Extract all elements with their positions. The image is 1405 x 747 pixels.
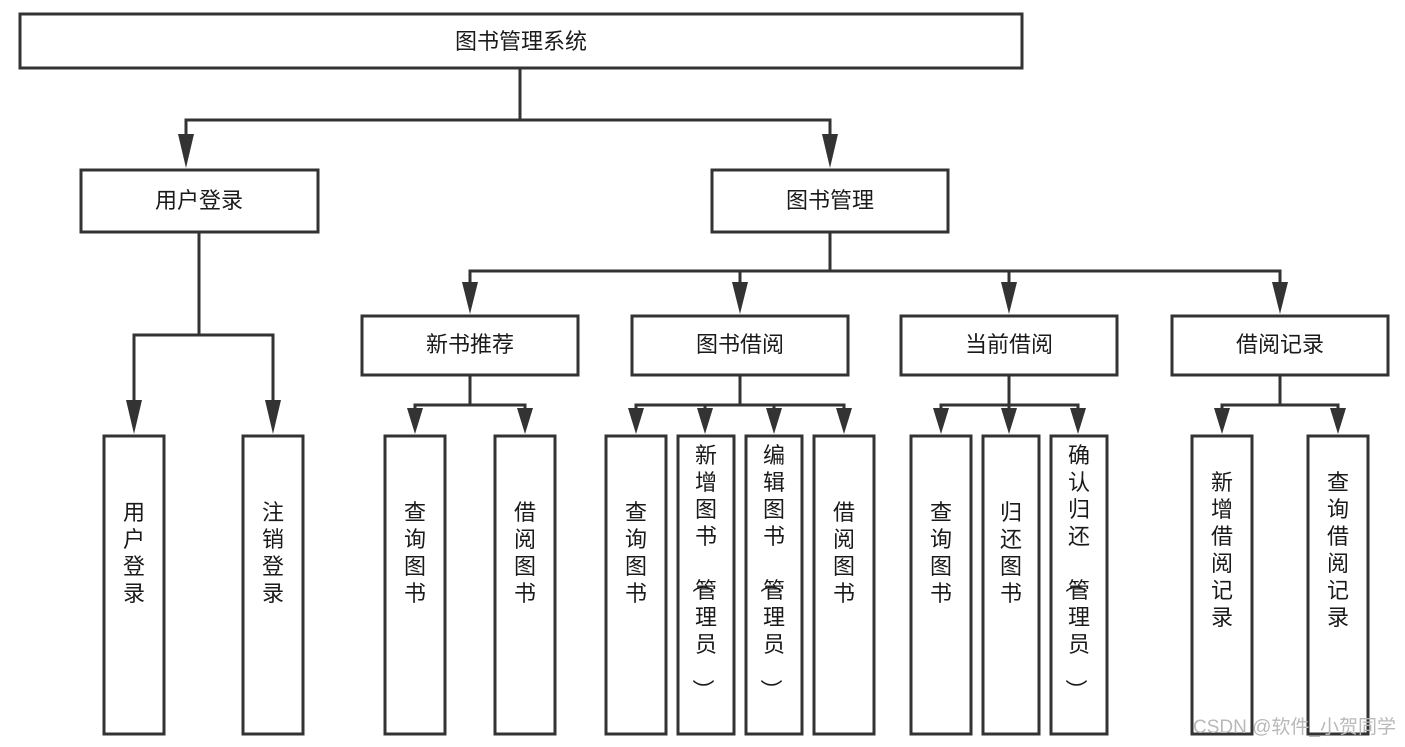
node-leaf-current-query-label: 查询图书 xyxy=(930,500,952,606)
node-new-book-recommend-label: 新书推荐 xyxy=(426,332,514,357)
node-leaf-recommend-borrow[interactable]: 借阅图书 xyxy=(493,434,557,736)
node-leaf-borrow-lend-label: 借阅图书 xyxy=(833,500,855,606)
node-leaf-current-return-box[interactable] xyxy=(981,434,1041,736)
node-leaf-borrow-add-label: 新增图书（管理员） xyxy=(690,443,717,701)
arrow-head-book-manage xyxy=(822,134,838,168)
arrow-head-new-book-recommend xyxy=(462,282,478,314)
arrow-head-borrow-add xyxy=(697,408,713,434)
node-leaf-recommend-query-box[interactable] xyxy=(383,434,447,736)
node-book-borrow[interactable]: 图书借阅 xyxy=(630,314,850,377)
connectors-layer xyxy=(126,66,1346,434)
arrow-head-record-query xyxy=(1330,408,1346,434)
node-leaf-current-confirm-label: 确认归还（管理员） xyxy=(1063,443,1090,701)
node-leaf-recommend-borrow-box[interactable] xyxy=(493,434,557,736)
arrow-head-recommend-borrow xyxy=(517,408,533,434)
node-leaf-record-query-box[interactable] xyxy=(1306,434,1370,736)
arrow-head-borrow-record xyxy=(1272,282,1288,314)
node-current-borrow-label: 当前借阅 xyxy=(965,332,1053,357)
node-leaf-user-login-box[interactable] xyxy=(102,434,166,736)
node-leaf-borrow-lend[interactable]: 借阅图书 xyxy=(812,434,876,736)
node-leaf-borrow-query-box[interactable] xyxy=(604,434,668,736)
node-leaf-borrow-add-box[interactable] xyxy=(676,434,736,736)
node-root-box[interactable] xyxy=(18,12,1024,70)
node-leaf-borrow-edit-label: 编辑图书（管理员） xyxy=(758,443,785,701)
node-leaf-current-return-label: 归还图书 xyxy=(1000,500,1022,606)
node-book-manage[interactable]: 图书管理 xyxy=(710,168,950,234)
node-leaf-user-logout-box[interactable] xyxy=(241,434,305,736)
node-leaf-current-confirm-box[interactable] xyxy=(1049,434,1109,736)
node-leaf-recommend-query-label: 查询图书 xyxy=(404,500,426,606)
node-user-login-label: 用户登录 xyxy=(155,188,243,213)
node-leaf-current-query[interactable]: 查询图书 xyxy=(909,434,973,736)
arrow-head-leaf-user-login xyxy=(126,400,142,434)
node-leaf-current-confirm[interactable]: 确认归还（管理员） xyxy=(1049,434,1109,736)
node-book-borrow-box[interactable] xyxy=(630,314,850,377)
node-new-book-recommend-box[interactable] xyxy=(360,314,580,377)
node-leaf-borrow-edit-box[interactable] xyxy=(744,434,804,736)
node-leaf-user-login[interactable]: 用户登录 xyxy=(102,434,166,736)
node-user-login-box[interactable] xyxy=(79,168,320,234)
node-leaf-borrow-query[interactable]: 查询图书 xyxy=(604,434,668,736)
node-leaf-record-query-label: 查询借阅记录 xyxy=(1327,470,1349,630)
arrow-head-borrow-edit xyxy=(766,408,782,434)
arrow-head-current-confirm xyxy=(1070,408,1086,434)
node-leaf-record-add-box[interactable] xyxy=(1190,434,1254,736)
node-borrow-record-box[interactable] xyxy=(1170,314,1390,377)
node-leaf-user-login-label: 用户登录 xyxy=(123,500,145,606)
node-leaf-record-add[interactable]: 新增借阅记录 xyxy=(1190,434,1254,736)
arrow-head-recommend-query xyxy=(407,408,423,434)
node-leaf-borrow-lend-box[interactable] xyxy=(812,434,876,736)
node-leaf-current-query-box[interactable] xyxy=(909,434,973,736)
node-root-label: 图书管理系统 xyxy=(455,29,587,54)
node-borrow-record-label: 借阅记录 xyxy=(1236,332,1324,357)
node-borrow-record[interactable]: 借阅记录 xyxy=(1170,314,1390,377)
arrow-head-user-login xyxy=(178,134,194,168)
node-user-login[interactable]: 用户登录 xyxy=(79,168,320,234)
node-book-borrow-label: 图书借阅 xyxy=(696,332,784,357)
node-leaf-user-logout[interactable]: 注销登录 xyxy=(241,434,305,736)
node-current-borrow[interactable]: 当前借阅 xyxy=(899,314,1119,377)
node-root[interactable]: 图书管理系统 xyxy=(18,12,1024,70)
arrow-head-borrow-lend xyxy=(836,408,852,434)
node-book-manage-box[interactable] xyxy=(710,168,950,234)
watermark-text: CSDN @软件_小贺同学 xyxy=(1193,716,1396,738)
node-new-book-recommend[interactable]: 新书推荐 xyxy=(360,314,580,377)
node-leaf-recommend-borrow-label: 借阅图书 xyxy=(514,500,536,606)
node-book-manage-label: 图书管理 xyxy=(786,188,874,213)
node-leaf-current-return[interactable]: 归还图书 xyxy=(981,434,1041,736)
node-leaf-record-query[interactable]: 查询借阅记录 xyxy=(1306,434,1370,736)
arrow-head-leaf-user-logout xyxy=(265,400,281,434)
node-leaf-record-add-label: 新增借阅记录 xyxy=(1211,470,1233,630)
node-leaf-borrow-query-label: 查询图书 xyxy=(625,500,647,606)
arrow-head-current-borrow xyxy=(1001,282,1017,314)
arrow-head-book-borrow xyxy=(732,282,748,314)
node-leaf-borrow-add[interactable]: 新增图书（管理员） xyxy=(676,434,736,736)
arrow-head-borrow-query xyxy=(628,408,644,434)
arrow-head-record-add xyxy=(1214,408,1230,434)
node-leaf-borrow-edit[interactable]: 编辑图书（管理员） xyxy=(744,434,804,736)
arrow-head-current-query xyxy=(933,408,949,434)
node-leaf-user-logout-label: 注销登录 xyxy=(262,500,284,606)
node-leaf-recommend-query[interactable]: 查询图书 xyxy=(383,434,447,736)
arrow-head-current-return xyxy=(1001,408,1017,434)
node-current-borrow-box[interactable] xyxy=(899,314,1119,377)
